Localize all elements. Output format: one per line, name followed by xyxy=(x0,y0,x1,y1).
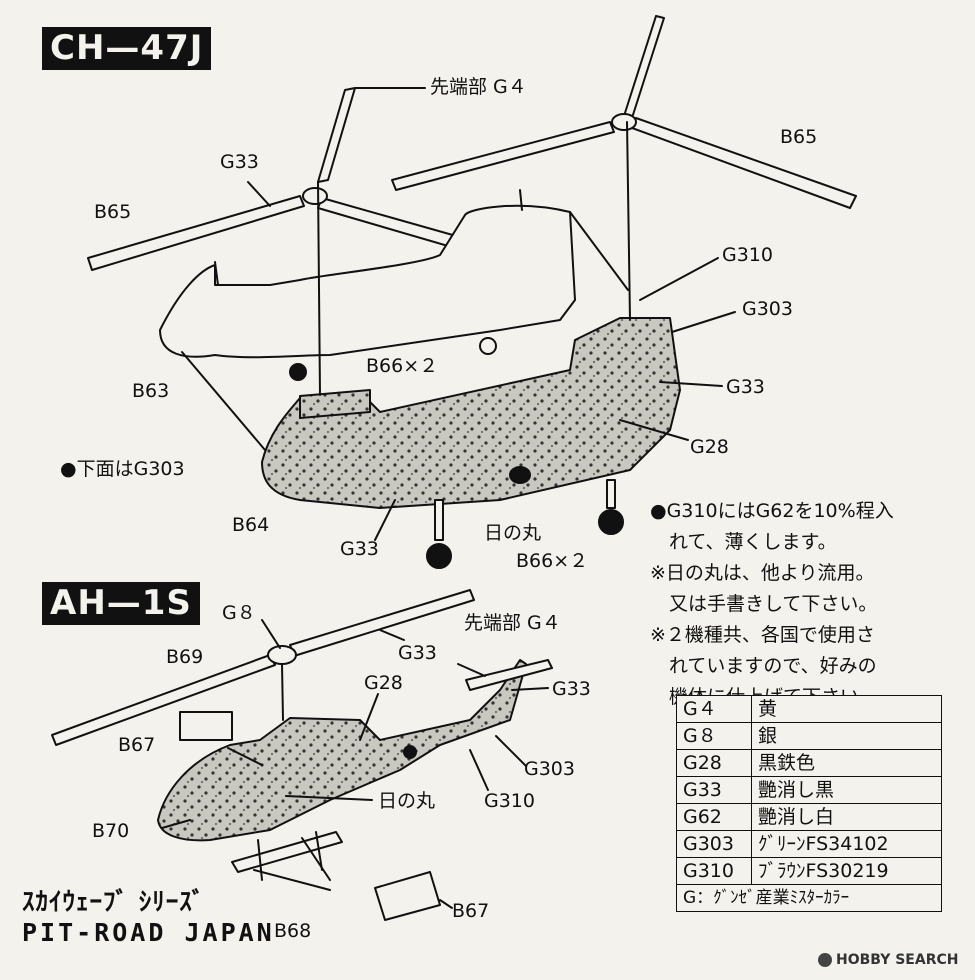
legend-code: G62 xyxy=(676,803,752,831)
ch47-label-g33-c: G33 xyxy=(340,538,379,560)
legend-footer-row: G：ｸﾞﾝｾﾞ産業ﾐｽﾀｰｶﾗｰ xyxy=(676,884,942,912)
legend-code: G303 xyxy=(676,830,752,858)
ch47j-title-tag: CH—47J xyxy=(42,27,212,70)
ah1s-label-g33-b: G33 xyxy=(552,678,591,700)
ah1s-label-b67-a: B67 xyxy=(118,734,156,756)
ch47-label-b65-left: B65 xyxy=(94,201,132,223)
legend-color-name: 艷消し白 xyxy=(751,803,942,831)
note-line: れて、薄くします。 xyxy=(650,531,837,553)
bullet-icon: ● xyxy=(60,458,77,480)
ah1s-label-g310: G310 xyxy=(484,790,535,812)
ch47-label-b65-right: B65 xyxy=(780,126,818,148)
ah1s-label-b67-b: B67 xyxy=(452,900,490,922)
ch47-rotor-rear xyxy=(391,15,857,209)
ch47-label-tip: 先端部 G４ xyxy=(430,76,527,98)
watermark-text: HOBBY SEARCH xyxy=(836,952,959,968)
ch47-label-b66-upper: B66×２ xyxy=(366,355,439,377)
ch47-label-b63: B63 xyxy=(132,380,170,402)
legend-code: G８ xyxy=(676,722,752,750)
ch47-label-g33-a: G33 xyxy=(220,151,259,173)
legend-color-name: 黒鉄色 xyxy=(751,749,942,777)
ah1s-label-g8: G８ xyxy=(222,602,256,624)
legend-color-name: 銀 xyxy=(751,722,942,750)
ah1s-label-g28: G28 xyxy=(364,672,403,694)
legend-code: G33 xyxy=(676,776,752,804)
ch47-label-b64: B64 xyxy=(232,514,270,536)
ah1s-label-g33-a: G33 xyxy=(398,642,437,664)
ch47-label-g28: G28 xyxy=(690,436,729,458)
note-line: れていますので、好みの xyxy=(650,655,877,677)
legend-color-name: 艷消し黒 xyxy=(751,776,942,804)
ah1s-label-tip: 先端部 G４ xyxy=(464,612,561,634)
ah1s-label-hinomaru: 日の丸 xyxy=(378,790,436,812)
legend-color-name: 黄 xyxy=(751,695,942,723)
ch47-lower-fuselage xyxy=(261,317,681,509)
legend-code: G310 xyxy=(676,857,752,885)
hobby-search-logo-icon xyxy=(818,953,832,967)
legend-footer: G：ｸﾞﾝｾﾞ産業ﾐｽﾀｰｶﾗｰ xyxy=(676,884,942,912)
legend-color-name: ﾌﾞﾗｳﾝFS30219 xyxy=(751,857,942,885)
ah1s-label-g303: G303 xyxy=(524,758,575,780)
ah1s-label-b68: B68 xyxy=(274,920,312,942)
legend-color-name: ｸﾞﾘｰﾝFS34102 xyxy=(751,830,942,858)
ch47-label-b66-lower: B66×２ xyxy=(516,550,589,572)
notes-block: ●G310にはG62を10%程入 れて、薄くします。 ※日の丸は、他より流用。 … xyxy=(650,496,894,713)
brand-name: PIT-ROAD JAPAN xyxy=(22,918,275,947)
ch47-label-g310: G310 xyxy=(722,244,773,266)
note-line: 又は手書きして下さい。 xyxy=(650,593,878,615)
watermark: HOBBY SEARCH xyxy=(818,952,958,968)
ah1s-label-b69: B69 xyxy=(166,646,204,668)
note-line: ※日の丸は、他より流用。 xyxy=(650,562,875,584)
ah1s-rotor xyxy=(51,589,475,746)
note-line: ●G310にはG62を10%程入 xyxy=(650,500,894,522)
ch47-label-underside: ●下面はG303 xyxy=(60,458,185,480)
ah1s-fuselage xyxy=(157,659,527,842)
ah1s-label-b70: B70 xyxy=(92,820,130,842)
legend-code: G４ xyxy=(676,695,752,723)
ch47-label-g33-b: G33 xyxy=(726,376,765,398)
note-line: ※２機種共、各国で使用さ xyxy=(650,624,875,646)
ch47-label-g303: G303 xyxy=(742,298,793,320)
ah1s-title-tag: AH—1S xyxy=(42,582,200,625)
legend-code: G28 xyxy=(676,749,752,777)
ch47-label-hinomaru: 日の丸 xyxy=(484,522,542,544)
series-name: ｽｶｲｳｪｰﾌﾞ ｼﾘｰｽﾞ xyxy=(22,887,206,916)
